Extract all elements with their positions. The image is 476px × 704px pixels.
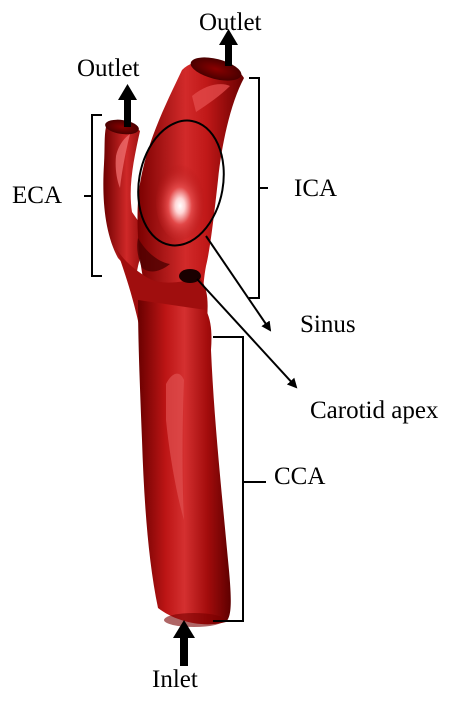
sinus-leader [206, 236, 270, 330]
eca-bracket [84, 115, 102, 276]
leader-lines [197, 236, 296, 387]
ica-bracket [249, 78, 268, 298]
label-carotid-apex: Carotid apex [310, 398, 438, 423]
label-cca: CCA [274, 464, 325, 489]
label-ica: ICA [294, 176, 337, 201]
sinus-highlight [156, 164, 204, 240]
label-inlet: Inlet [152, 667, 198, 692]
cca-trunk [138, 300, 231, 624]
label-eca: ECA [12, 183, 62, 208]
vessel-model [103, 53, 244, 627]
label-sinus: Sinus [300, 312, 356, 337]
label-outlet-top: Outlet [199, 10, 262, 35]
label-outlet-left: Outlet [77, 56, 140, 81]
